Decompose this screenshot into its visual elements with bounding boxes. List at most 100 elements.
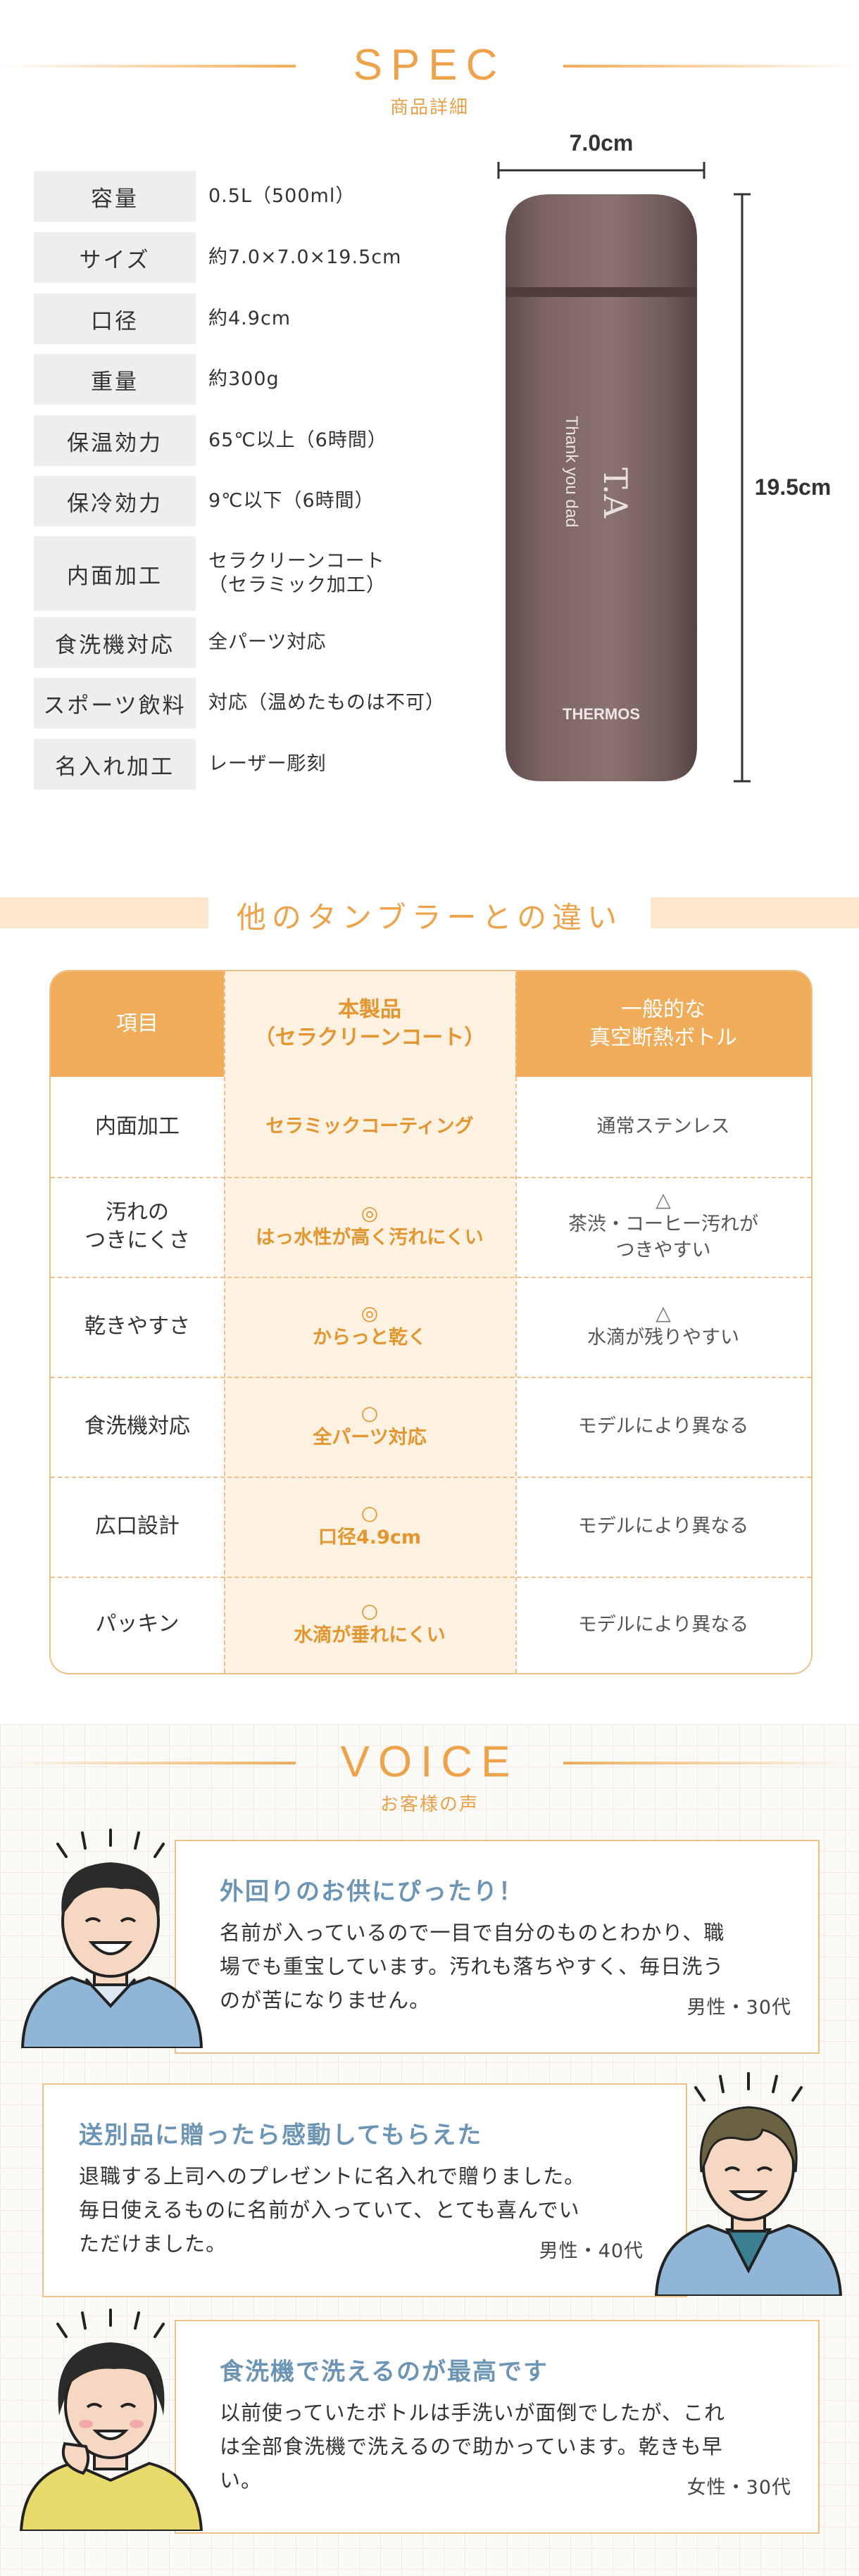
voice-subtitle: お客様の声 — [380, 1794, 479, 1815]
row-general-text: 水滴が残りやすい — [587, 1326, 739, 1349]
spec-row-size: サイズ 約7.0×7.0×19.5cm — [34, 232, 401, 283]
comparison-table: 項目 一般的な 真空断熱ボトル 本製品 （セラクリーンコート） 内面加工 セラミ… — [49, 970, 813, 1674]
reviewer-info: 女性・30代 — [686, 2477, 791, 2499]
circle-mark: ○ — [360, 1599, 379, 1623]
spec-row-inner-coating: 内面加工 セラクリーンコート （セラミック加工） — [34, 536, 386, 611]
height-label: 19.5cm — [755, 474, 832, 500]
comparison-row: 食洗機対応 ○ 全パーツ対応 モデルにより異なる — [51, 1377, 811, 1477]
row-general-text: モデルにより異なる — [577, 1515, 749, 1538]
spec-value: 9℃以下（6時間） — [208, 490, 375, 512]
row-product-text: からっと乾く — [313, 1326, 427, 1349]
voice-title: VOICE — [340, 1738, 519, 1786]
spec-row-cold-retention: 保冷効力 9℃以下（6時間） — [34, 476, 375, 526]
review-title: 外回りのお供にぴったり！ — [220, 1878, 524, 1906]
width-label: 7.0cm — [570, 130, 634, 156]
spec-row-weight: 重量 約300g — [34, 354, 280, 405]
male-avatar-casual — [654, 2072, 843, 2296]
spec-value: 65℃以上（6時間） — [208, 429, 387, 452]
spec-value: セラクリーンコート （セラミック加工） — [208, 550, 386, 598]
header-general-line1: 一般的な — [621, 997, 706, 1022]
spec-row-sports-drink: スポーツ飲料 対応（温めたものは不可） — [34, 678, 445, 728]
bottle-lid — [506, 194, 697, 289]
spec-heading-line-right — [563, 65, 859, 68]
spec-heading: SPEC 商品詳細 — [0, 44, 859, 119]
review-body: 名前が入っているので一目で自分のものとわかり、職 場でも重宝しています。汚れも落… — [220, 1916, 725, 2017]
engraving-message: Thank you dad — [562, 416, 581, 528]
double-circle-mark: ◎ — [360, 1301, 379, 1325]
row-product-text: 口径4.9cm — [318, 1526, 421, 1548]
row-product-text: 水滴が垂れにくい — [294, 1624, 446, 1646]
voice-heading-line-left — [0, 1762, 296, 1764]
spec-label: 容量 — [34, 171, 196, 222]
spec-label: 保温効力 — [34, 415, 196, 466]
spec-value: 対応（温めたものは不可） — [208, 692, 445, 714]
comparison-row: 乾きやすさ ◎ からっと乾く △ 水滴が残りやすい — [51, 1277, 811, 1377]
row-product-text: 全パーツ対応 — [313, 1426, 427, 1448]
triangle-mark: △ — [656, 1301, 671, 1325]
row-general-text: モデルにより異なる — [577, 1613, 749, 1636]
review-line: 場でも重宝しています。汚れも落ちやすく、毎日洗う — [220, 1955, 725, 1978]
male-avatar-smiling — [20, 1829, 203, 2048]
review-body: 以前使っていたボトルは手洗いが面倒でしたが、これ は全部食洗機で洗えるので助かっ… — [220, 2396, 725, 2497]
row-item-line2: つきにくさ — [84, 1228, 190, 1253]
spec-row-dishwasher: 食洗機対応 全パーツ対応 — [34, 617, 326, 668]
spec-label: 内面加工 — [34, 536, 196, 611]
review-body: 退職する上司へのプレゼントに名入れで贈りました。 毎日使えるものに名前が入ってい… — [79, 2159, 585, 2261]
spec-label: 口径 — [34, 293, 196, 344]
header-general-line2: 真空断熱ボトル — [589, 1025, 737, 1050]
spec-heading-line-left — [0, 65, 296, 68]
spec-label: 重量 — [34, 354, 196, 405]
reviewer-info: 男性・40代 — [539, 2240, 644, 2262]
female-avatar-smiling — [19, 2309, 203, 2531]
review-line: 毎日使えるものに名前が入っていて、とても喜んでい — [79, 2198, 580, 2222]
brand-logo: THERMOS — [563, 705, 640, 723]
spec-label: 保冷効力 — [34, 476, 196, 526]
review-line: は全部食洗機で洗えるので助かっています。乾きも早 — [220, 2435, 723, 2458]
comparison-row: 汚れの つきにくさ ◎ はっ水性が高く汚れにくい △ 茶渋・コーヒー汚れが つき… — [51, 1177, 811, 1277]
spec-value: 全パーツ対応 — [208, 631, 327, 654]
double-circle-mark: ◎ — [360, 1201, 379, 1225]
triangle-mark: △ — [656, 1187, 671, 1211]
review-title: 送別品に贈ったら感動してもらえた — [79, 2121, 483, 2149]
spec-value: レーザー彫刻 — [208, 753, 327, 776]
row-general-text: 通常ステンレス — [596, 1116, 730, 1138]
review-line: ただけました。 — [79, 2232, 227, 2256]
spec-row-capacity: 容量 0.5L（500ml） — [34, 171, 355, 222]
row-general-text: モデルにより異なる — [577, 1415, 749, 1438]
spec-value: 約7.0×7.0×19.5cm — [208, 246, 402, 269]
row-item: 広口設計 — [95, 1513, 180, 1539]
review-card: 外回りのお供にぴったり！ 名前が入っているので一目で自分のものとわかり、職 場で… — [175, 1840, 820, 2054]
circle-mark: ○ — [360, 1501, 379, 1524]
comparison-row: 内面加工 セラミックコーティング 通常ステンレス — [51, 1077, 811, 1177]
row-general-text: 茶渋・コーヒー汚れが — [568, 1213, 758, 1235]
spec-label: サイズ — [34, 232, 196, 283]
spec-row-engraving: 名入れ加工 レーザー彫刻 — [34, 739, 326, 790]
header-product-line2: （セラクリーンコート） — [253, 1025, 486, 1050]
header-item: 項目 — [51, 971, 224, 1077]
spec-row-heat-retention: 保温効力 65℃以上（6時間） — [34, 415, 387, 466]
spec-value: 約300g — [208, 368, 280, 391]
review-line: のが苦になりません。 — [220, 1988, 431, 2012]
row-product-text: はっ水性が高く汚れにくい — [256, 1226, 484, 1249]
row-general-text-line2: つきやすい — [615, 1239, 711, 1262]
bottle-illustration: 7.0cm 19.5cm T.A Thank you dad THERMOS — [497, 130, 832, 783]
review-title: 食洗機で洗えるのが最高です — [220, 2358, 548, 2386]
spec-value-line: セラクリーンコート — [208, 550, 385, 573]
voice-heading: VOICE お客様の声 — [0, 1741, 859, 1816]
row-item: 内面加工 — [95, 1113, 180, 1139]
reviewer-info: 男性・30代 — [686, 1997, 791, 2019]
header-item-label: 項目 — [116, 1011, 158, 1036]
spec-value-line: （セラミック加工） — [208, 574, 386, 596]
spec-title: SPEC — [353, 41, 506, 89]
header-general: 一般的な 真空断熱ボトル — [515, 971, 811, 1077]
spec-label: スポーツ飲料 — [34, 678, 196, 728]
row-item: 汚れの — [106, 1199, 169, 1225]
compare-title: 他のタンブラーとの違い — [236, 900, 623, 935]
spec-row-mouth: 口径 約4.9cm — [34, 293, 291, 344]
comparison-row: 広口設計 ○ 口径4.9cm モデルにより異なる — [51, 1477, 811, 1577]
review-card: 食洗機で洗えるのが最高です 以前使っていたボトルは手洗いが面倒でしたが、これ は… — [175, 2320, 820, 2534]
review-line: 名前が入っているので一目で自分のものとわかり、職 — [220, 1921, 725, 1945]
review-line: い。 — [220, 2468, 263, 2492]
bottle-body — [506, 296, 697, 781]
spec-label: 名入れ加工 — [34, 739, 196, 790]
